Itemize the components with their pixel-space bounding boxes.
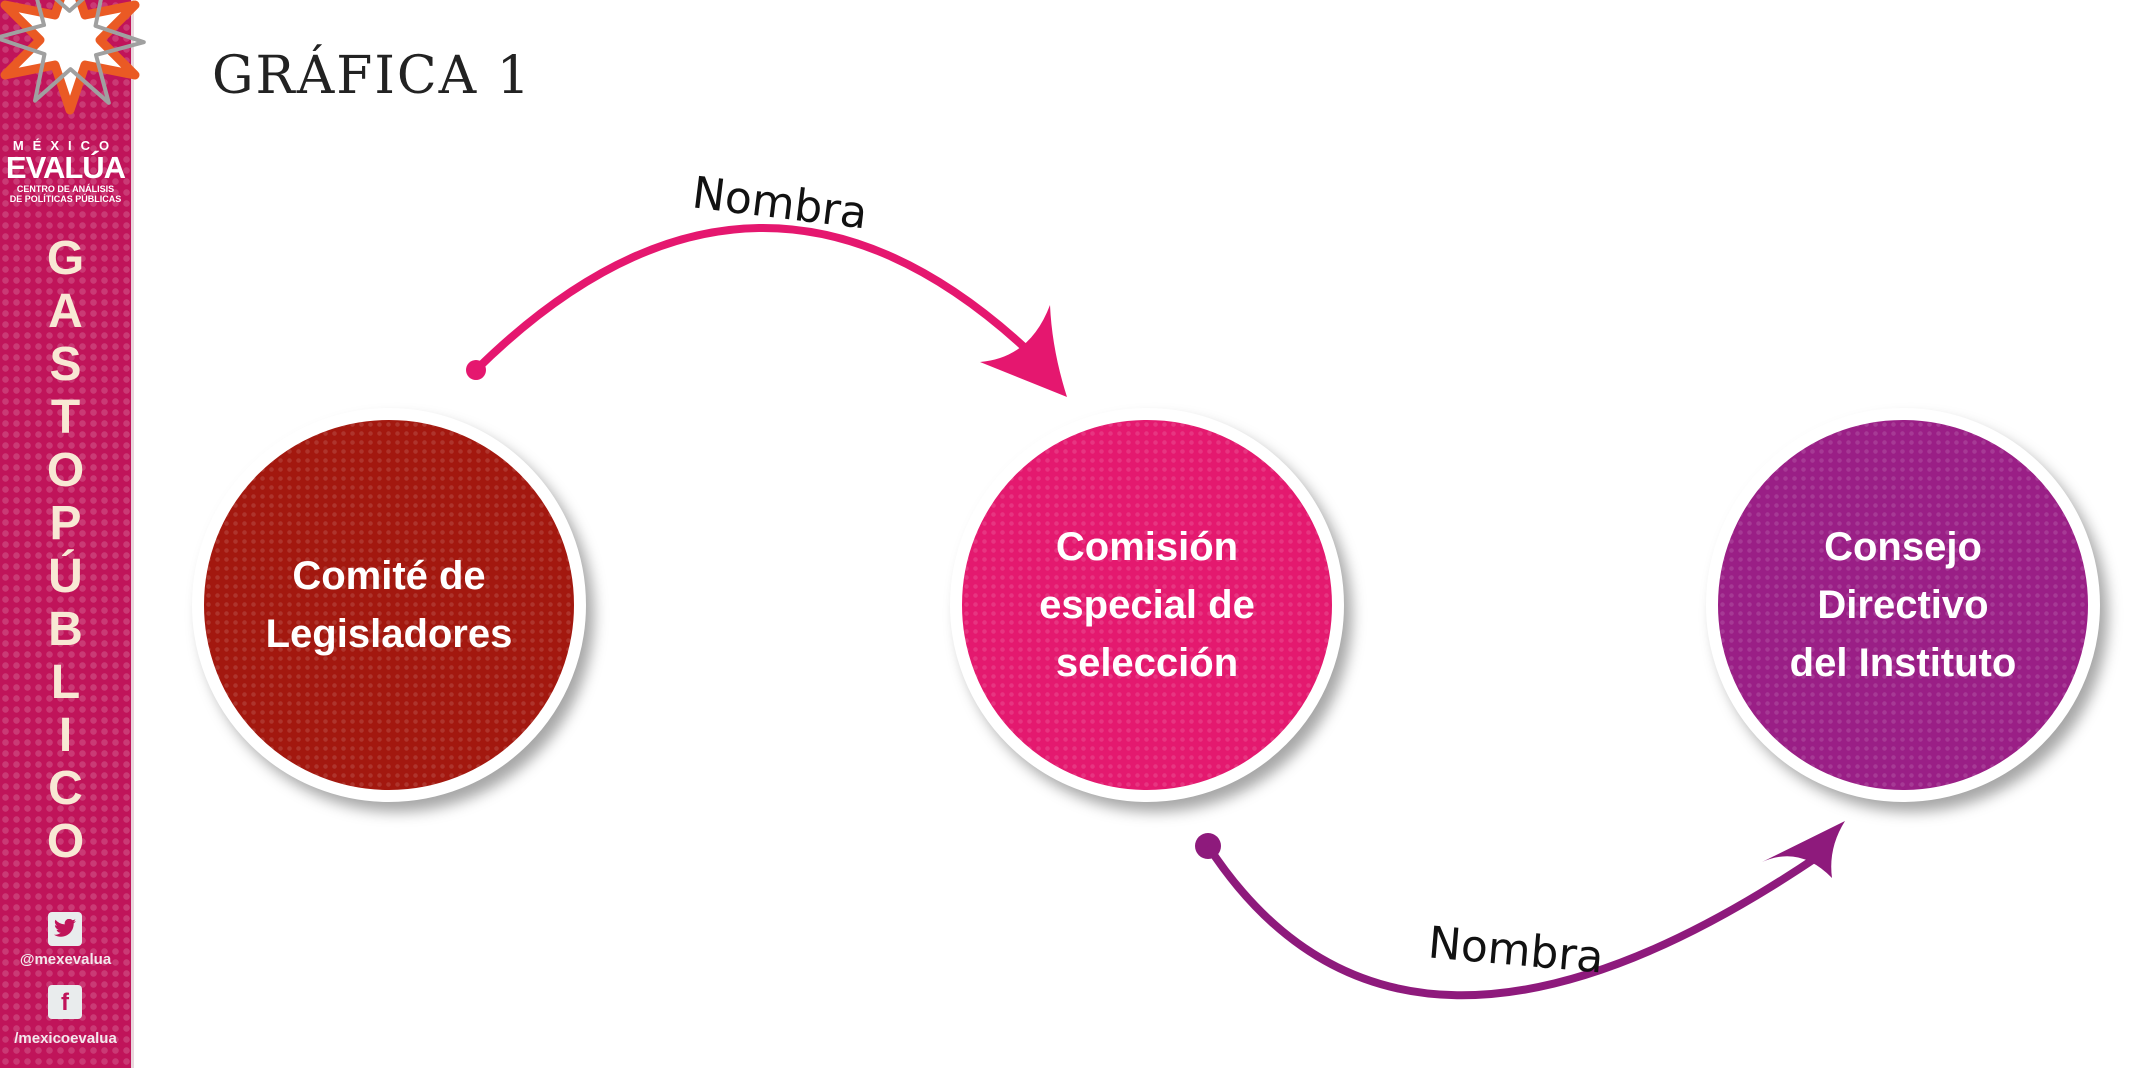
vertical-letter: I [58, 709, 73, 762]
arrow-committee-to-commission [466, 224, 1067, 397]
arrowhead [1762, 821, 1845, 878]
vertical-letter: Ú [48, 550, 83, 603]
vertical-letter: P [49, 497, 82, 550]
vertical-letter: A [48, 285, 83, 338]
node-consejo-directivo: Consejo Directivo del Instituto [1706, 408, 2100, 802]
facebook-handle[interactable]: /mexicoevalua [14, 1030, 117, 1047]
vertical-letter: C [48, 762, 83, 815]
vertical-letter: L [50, 656, 81, 709]
arrowhead [980, 305, 1067, 397]
node-comite-de-legisladores: Comité de Legisladores [192, 408, 586, 802]
arrow-arc [473, 224, 1043, 373]
brand-name: EVALÚA [5, 150, 126, 185]
sidebar: MÉXICO EVALÚA CENTRO DE ANÁLISIS DE POLÍ… [0, 0, 146, 1068]
vertical-letter: O [46, 444, 85, 497]
vertical-title: G A S T O P Ú B L I C O [0, 232, 131, 868]
vertical-letter: B [48, 603, 83, 656]
vertical-letter: S [49, 338, 82, 391]
vertical-letter: O [46, 815, 85, 868]
arrow-commission-to-council [1195, 821, 1845, 1000]
brand-subtitle-line: CENTRO DE ANÁLISIS [16, 184, 115, 194]
node-comision-especial: Comisión especial de selección [950, 408, 1344, 802]
node-label: Comité de Legisladores [265, 554, 513, 656]
brand-subtitle: CENTRO DE ANÁLISIS DE POLÍTICAS PÚBLICAS [0, 184, 131, 204]
vertical-letter: T [50, 391, 81, 444]
node-label: Consejo Directivo del Instituto [1789, 525, 2017, 685]
twitter-icon[interactable] [48, 912, 82, 946]
star-logo-icon [0, 0, 146, 115]
facebook-icon[interactable]: f [48, 985, 82, 1019]
twitter-handle[interactable]: @mexevalua [19, 951, 112, 968]
arrow-arc [1204, 843, 1823, 1000]
node-label: Comisión especial de selección [1039, 525, 1255, 685]
page-title: GRÁFICA 1 [212, 46, 532, 106]
brand-subtitle-line: DE POLÍTICAS PÚBLICAS [9, 194, 122, 204]
brand-country: MÉXICO [12, 138, 119, 153]
vertical-letter: G [46, 232, 85, 285]
